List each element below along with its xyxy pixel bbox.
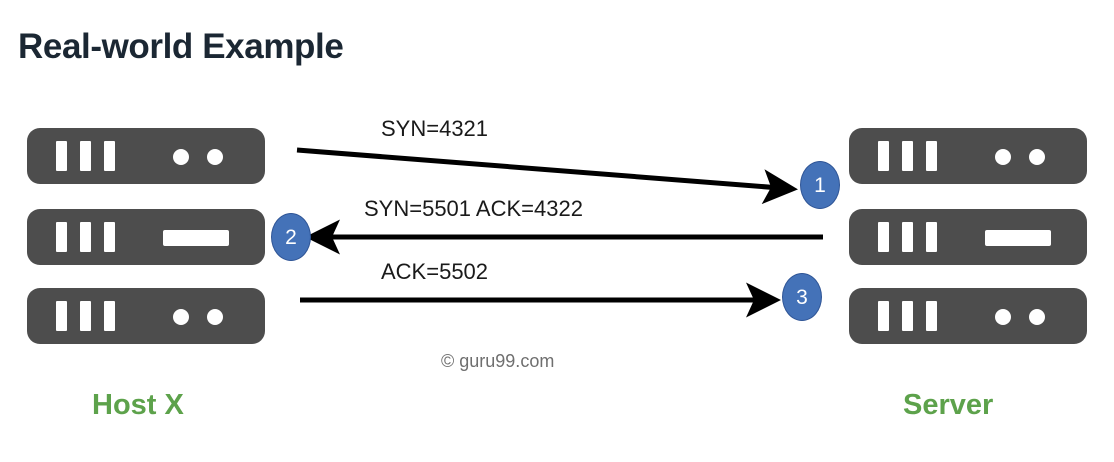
rack-bar-icon xyxy=(56,141,67,171)
rack-bar-icon xyxy=(878,301,889,331)
rack-unit-bottom xyxy=(849,288,1087,344)
rack-bar-icon xyxy=(926,141,937,171)
page-title: Real-world Example xyxy=(18,27,344,66)
rack-led-icon xyxy=(207,309,223,325)
rack-bar-icon xyxy=(56,222,67,252)
rack-bar-icon xyxy=(80,141,91,171)
message-label-syn: SYN=4321 xyxy=(381,116,489,141)
rack-slot-icon xyxy=(163,230,229,246)
rack-bar-icon xyxy=(926,301,937,331)
rack-bar-icon xyxy=(902,301,913,331)
rack-bar-icon xyxy=(878,141,889,171)
rack-unit-middle xyxy=(849,209,1087,265)
step-badge-2: 2 xyxy=(271,213,311,261)
rack-bar-icon xyxy=(104,141,115,171)
rack-bar-icon xyxy=(104,301,115,331)
endpoint-label-server: Server xyxy=(903,389,994,421)
message-label-syn-ack: SYN=5501 ACK=4322 xyxy=(364,196,583,221)
rack-bar-icon xyxy=(80,222,91,252)
rack-bar-icon xyxy=(902,222,913,252)
rack-slot-icon xyxy=(985,230,1051,246)
rack-led-icon xyxy=(207,149,223,165)
rack-bar-icon xyxy=(878,222,889,252)
watermark: © guru99.com xyxy=(441,351,555,371)
rack-bar-icon xyxy=(926,222,937,252)
rack-bar-icon xyxy=(56,301,67,331)
rack-led-icon xyxy=(995,309,1011,325)
rack-bar-icon xyxy=(80,301,91,331)
rack-bar-icon xyxy=(104,222,115,252)
step-badge-1: 1 xyxy=(800,161,840,209)
rack-led-icon xyxy=(995,149,1011,165)
endpoint-label-host: Host X xyxy=(92,389,184,421)
rack-bar-icon xyxy=(902,141,913,171)
message-label-ack: ACK=5502 xyxy=(381,259,489,284)
rack-led-icon xyxy=(173,309,189,325)
rack-unit-middle xyxy=(27,209,265,265)
server-rack xyxy=(849,128,1087,346)
rack-unit-bottom xyxy=(27,288,265,344)
rack-led-icon xyxy=(1029,309,1045,325)
rack-unit-top xyxy=(27,128,265,184)
rack-unit-top xyxy=(849,128,1087,184)
arrow-syn xyxy=(296,147,798,205)
rack-led-icon xyxy=(1029,149,1045,165)
host-server-rack xyxy=(27,128,265,346)
rack-led-icon xyxy=(173,149,189,165)
step-badge-3: 3 xyxy=(782,273,822,321)
